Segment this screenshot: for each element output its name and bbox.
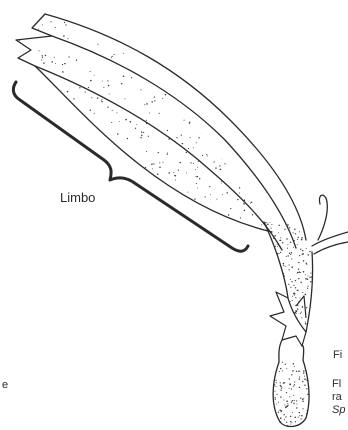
caption-line-2: ra: [332, 391, 342, 404]
limbo-bracket: [13, 82, 248, 251]
ovary-stippling: [268, 356, 315, 430]
left-text-fragment: e: [2, 379, 8, 391]
stem: [312, 195, 348, 254]
figure-number: Fi: [333, 349, 342, 361]
caption-line-1: Fl: [332, 378, 341, 391]
corolla-petals: [16, 14, 313, 332]
caption-line-3: Sp: [332, 404, 345, 417]
ovary: [273, 340, 309, 427]
limbo-label: Limbo: [60, 190, 95, 205]
